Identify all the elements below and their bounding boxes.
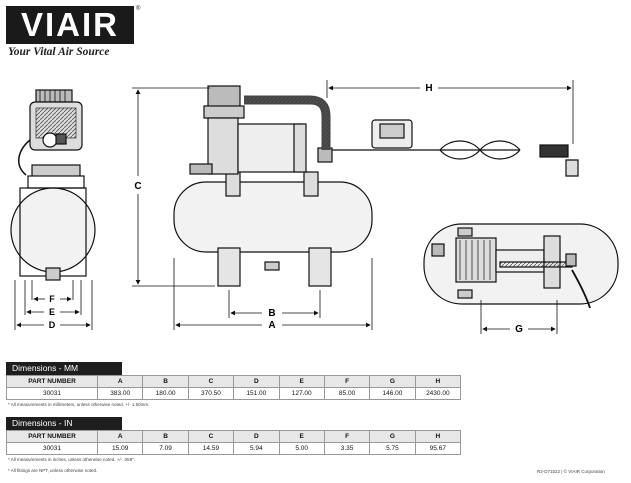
- table-cell: 383.00: [96, 387, 144, 400]
- label-g: G: [515, 324, 523, 335]
- viair-logo: VIAIR ® Your Vital Air Source: [6, 6, 142, 58]
- header-cell: E: [278, 375, 325, 388]
- table-cell: 95.67: [414, 442, 462, 455]
- label-d: D: [49, 320, 56, 330]
- header-cell: E: [278, 430, 325, 443]
- header-cell: B: [142, 375, 189, 388]
- compressor-dimension-drawing: F E D: [10, 80, 619, 335]
- registered-mark: ®: [136, 6, 141, 12]
- table-cell: 370.50: [187, 387, 235, 400]
- dimension-lines-side: [14, 280, 93, 330]
- table-header-row: PART NUMBER A B C D E F G H: [6, 375, 462, 388]
- dimensions-in-title: Dimensions - IN: [6, 417, 122, 430]
- table-cell: 7.09: [142, 442, 189, 455]
- dimensions-in-table: PART NUMBER A B C D E F G H 30031 15.09 …: [6, 430, 462, 455]
- header-cell: A: [96, 375, 144, 388]
- label-b: B: [268, 308, 275, 319]
- table-cell: 5.00: [278, 442, 325, 455]
- table-cell: 127.00: [278, 387, 325, 400]
- in-footnote: * All measurements in inches, unless oth…: [8, 457, 136, 462]
- logo-wordmark: VIAIR: [6, 6, 134, 44]
- table-cell: 146.00: [369, 387, 416, 400]
- fittings-footnote: * All fittings are NPT, unless otherwise…: [8, 468, 98, 473]
- header-cell: H: [414, 375, 462, 388]
- header-cell: C: [187, 375, 235, 388]
- header-cell: G: [369, 430, 416, 443]
- table-header-row: PART NUMBER A B C D E F G H: [6, 430, 462, 443]
- header-cell: H: [414, 430, 462, 443]
- table-cell: 14.59: [187, 442, 235, 455]
- table-cell: 180.00: [142, 387, 189, 400]
- copyright-footer: R2-D71522 | © VIAIR Corporation: [537, 469, 605, 474]
- dimensions-mm-section: Dimensions - MM PART NUMBER A B C D E F …: [6, 362, 462, 400]
- side-view: [10, 89, 96, 281]
- table-cell: 85.00: [323, 387, 371, 400]
- header-cell: G: [369, 375, 416, 388]
- label-c: C: [134, 181, 141, 192]
- label-h: H: [425, 83, 432, 94]
- dimension-lines-front: [132, 80, 574, 330]
- table-cell: 151.00: [233, 387, 280, 400]
- table-cell: 5.75: [369, 442, 416, 455]
- top-view: [423, 223, 619, 309]
- table-row: 30031 15.09 7.09 14.59 5.94 5.00 3.35 5.…: [6, 442, 462, 455]
- header-cell: D: [233, 375, 280, 388]
- dimensions-mm-table: PART NUMBER A B C D E F G H 30031 383.00…: [6, 375, 462, 400]
- header-cell: F: [323, 375, 371, 388]
- logo-tagline: Your Vital Air Source: [8, 46, 110, 58]
- dimension-lines-top: [480, 300, 558, 334]
- mm-footnote: * All measurements in millimeters, unles…: [8, 402, 150, 407]
- header-cell: F: [323, 430, 371, 443]
- table-row: 30031 383.00 180.00 370.50 151.00 127.00…: [6, 387, 462, 400]
- table-cell: 15.09: [96, 442, 144, 455]
- header-cell: A: [96, 430, 144, 443]
- label-f: F: [49, 294, 55, 304]
- dimensions-mm-title: Dimensions - MM: [6, 362, 122, 375]
- header-cell: B: [142, 430, 189, 443]
- header-cell: PART NUMBER: [6, 430, 98, 443]
- header-cell: C: [187, 430, 235, 443]
- table-cell: 5.94: [233, 442, 280, 455]
- table-cell: 30031: [6, 387, 98, 400]
- table-cell: 30031: [6, 442, 98, 455]
- table-cell: 3.35: [323, 442, 371, 455]
- label-e: E: [49, 307, 55, 317]
- header-cell: D: [233, 430, 280, 443]
- dimensions-in-section: Dimensions - IN PART NUMBER A B C D E F …: [6, 417, 462, 455]
- table-cell: 2430.00: [414, 387, 462, 400]
- label-a: A: [268, 320, 275, 331]
- header-cell: PART NUMBER: [6, 375, 98, 388]
- front-view: [173, 85, 579, 287]
